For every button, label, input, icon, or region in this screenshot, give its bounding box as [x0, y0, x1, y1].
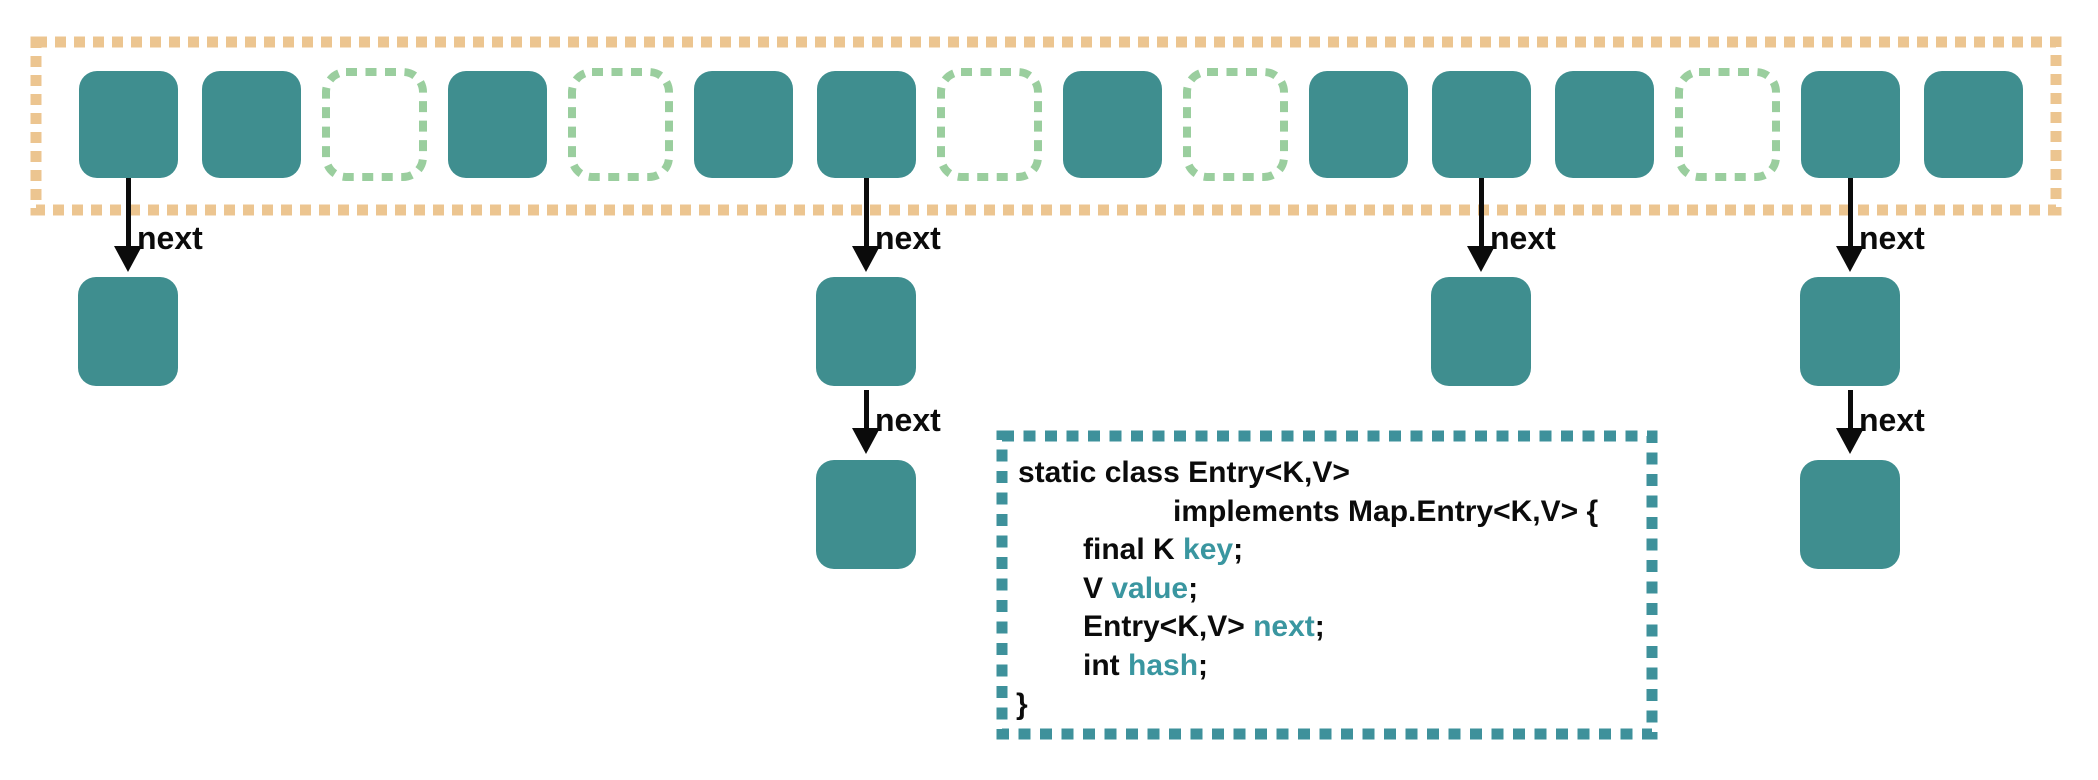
next-label: next	[1490, 220, 1556, 256]
code-text: static class Entry<K,V>	[1018, 456, 1350, 489]
code-line: Entry<K,V> next;	[1016, 608, 1644, 647]
code-text: final K	[1083, 533, 1184, 567]
next-arrow	[125, 178, 131, 246]
bucket-cell-filled	[1431, 71, 1531, 178]
next-arrow	[863, 178, 869, 246]
bucket-array-border	[30, 36, 2062, 216]
code-field-name: hash	[1128, 648, 1199, 682]
bucket-cell-filled	[447, 71, 547, 178]
next-arrow	[1478, 178, 1484, 246]
next-label: next	[137, 220, 203, 256]
next-arrow	[863, 390, 869, 428]
bucket-cell-empty	[1674, 68, 1780, 181]
next-label: next	[875, 220, 941, 256]
code-text: ;	[1198, 648, 1209, 682]
code-lines: static class Entry<K,V> implements Map.En…	[1016, 454, 1644, 724]
bucket-cell-empty	[321, 68, 427, 181]
next-arrow	[1847, 178, 1853, 246]
code-text: }	[1016, 687, 1028, 721]
entry-node	[78, 277, 178, 386]
next-arrowhead-icon	[852, 428, 880, 454]
code-text: int	[1083, 648, 1128, 682]
next-arrow	[1847, 390, 1853, 428]
bucket-cell-filled	[1800, 71, 1900, 178]
next-label: next	[1859, 402, 1925, 438]
entry-class-code-box: static class Entry<K,V> implements Map.En…	[996, 430, 1658, 740]
bucket-cell-filled	[1554, 71, 1654, 178]
bucket-cell-filled	[201, 71, 301, 178]
bucket-cell-filled	[816, 71, 916, 178]
bucket-cell-filled	[693, 71, 793, 178]
next-arrowhead-icon	[852, 246, 880, 272]
code-text: implements Map.Entry<K,V> {	[1173, 494, 1599, 528]
code-field-name: next	[1253, 610, 1315, 644]
bucket-cell-filled	[78, 71, 178, 178]
bucket-cell-empty	[1182, 68, 1288, 181]
entry-node	[1800, 460, 1900, 569]
next-label: next	[1859, 220, 1925, 256]
entry-node	[1800, 277, 1900, 386]
bucket-cell-filled	[1062, 71, 1162, 178]
entry-node	[816, 460, 916, 569]
bucket-cell-empty	[936, 68, 1042, 181]
code-line: }	[1016, 686, 1644, 725]
entry-node	[816, 277, 916, 386]
code-field-name: value	[1111, 571, 1189, 605]
next-arrowhead-icon	[1836, 428, 1864, 454]
next-label: next	[875, 402, 941, 438]
bucket-cell-filled	[1308, 71, 1408, 178]
code-text: ;	[1188, 571, 1199, 605]
bucket-cell-filled	[1923, 71, 2023, 178]
code-line: implements Map.Entry<K,V> {	[1016, 493, 1644, 532]
code-text: ;	[1233, 533, 1244, 567]
code-text: V	[1083, 571, 1112, 605]
entry-node	[1431, 277, 1531, 386]
code-line: int hash;	[1016, 647, 1644, 686]
next-arrowhead-icon	[114, 246, 142, 272]
code-box-border	[996, 430, 1658, 740]
code-line: V value;	[1016, 570, 1644, 609]
code-text: ;	[1314, 610, 1325, 644]
code-line: final K key;	[1016, 531, 1644, 570]
next-arrowhead-icon	[1467, 246, 1495, 272]
bucket-cell-empty	[567, 68, 673, 181]
code-line: static class Entry<K,V>	[1016, 454, 1644, 493]
next-arrowhead-icon	[1836, 246, 1864, 272]
code-field-name: key	[1183, 533, 1234, 567]
code-text: Entry<K,V>	[1083, 610, 1254, 644]
